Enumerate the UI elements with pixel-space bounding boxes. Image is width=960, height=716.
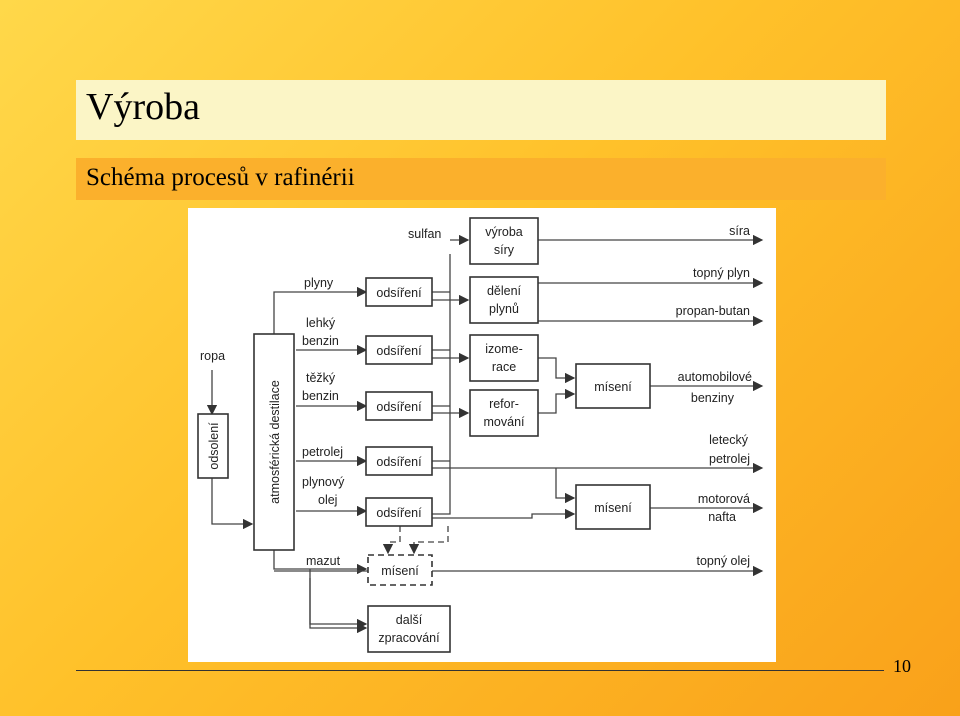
title-band (76, 80, 886, 140)
jet-label-1: letecký (709, 433, 749, 447)
blend-box-2 (575, 484, 651, 530)
h2s-label: sulfan (408, 227, 441, 241)
distillation-label: atmosférická destilace (268, 380, 282, 504)
desulf-box-4 (365, 446, 433, 476)
desulf-label-1: odsíření (376, 286, 422, 300)
jet-label-2: petrolej (709, 452, 750, 466)
gas-oil-label-2: olej (318, 493, 337, 507)
desulf-box-1 (365, 277, 433, 307)
fuel-oil-label: topný olej (696, 554, 750, 568)
reform-label-1: refor- (489, 397, 519, 411)
further-label-2: zpracování (378, 631, 440, 645)
reform-label-2: mování (484, 415, 526, 429)
blend-box-dashed (367, 554, 433, 586)
crude-label: ropa (200, 349, 225, 363)
isomer-label-1: izome- (485, 342, 523, 356)
lpg-label: propan-butan (676, 304, 750, 318)
desalting-box (197, 413, 229, 479)
sulfur-prod-label-1: výroba (485, 225, 523, 239)
desulf-box-3 (365, 391, 433, 421)
slide-subtitle: Schéma procesů v rafinérii (86, 164, 355, 191)
gas-split-label-1: dělení (487, 284, 522, 298)
desulf-label-4: odsíření (376, 455, 422, 469)
desulf-label-2: odsíření (376, 344, 422, 358)
gas-oil-label-1: plynový (302, 475, 345, 489)
reform-box (469, 389, 539, 437)
isomer-box (469, 334, 539, 382)
heavy-naphtha-label-1: těžký (306, 371, 336, 385)
sulfur-prod-box (469, 217, 539, 265)
page-number: 10 (893, 656, 911, 676)
subtitle-band (76, 158, 886, 200)
light-naphtha-label-2: benzin (302, 334, 339, 348)
sulfur-prod-label-2: síry (494, 243, 515, 257)
desulf-box-2 (365, 335, 433, 365)
desalting-label: odsolení (207, 422, 221, 470)
blend-box-1 (575, 363, 651, 409)
gasoline-label-2: benziny (691, 391, 735, 405)
isomer-label-2: race (492, 360, 516, 374)
desulf-label-3: odsíření (376, 400, 422, 414)
desulf-box-5 (365, 497, 433, 527)
distillation-box (253, 333, 295, 551)
residue-label: mazut (306, 554, 341, 568)
sulfur-label: síra (729, 224, 750, 238)
gases-label: plyny (304, 276, 334, 290)
gas-split-label-2: plynů (489, 302, 519, 316)
refinery-diagram: odsolení atmosférická destilace odsíření… (188, 208, 776, 662)
diesel-label-1: motorová (698, 492, 750, 506)
blend-label-1: mísení (594, 380, 632, 394)
blend-label-dashed: mísení (381, 564, 419, 578)
further-box (367, 605, 451, 653)
gas-split-box (469, 276, 539, 324)
blend-label-2: mísení (594, 501, 632, 515)
desulf-label-5: odsíření (376, 506, 422, 520)
slide-title: Výroba (86, 86, 200, 128)
kerosene-label: petrolej (302, 445, 343, 459)
diesel-label-2: nafta (708, 510, 736, 524)
fuel-gas-label: topný plyn (693, 266, 750, 280)
gasoline-label-1: automobilové (678, 370, 752, 384)
footer-line (76, 670, 884, 671)
heavy-naphtha-label-2: benzin (302, 389, 339, 403)
light-naphtha-label-1: lehký (306, 316, 336, 330)
further-label-1: další (396, 613, 423, 627)
